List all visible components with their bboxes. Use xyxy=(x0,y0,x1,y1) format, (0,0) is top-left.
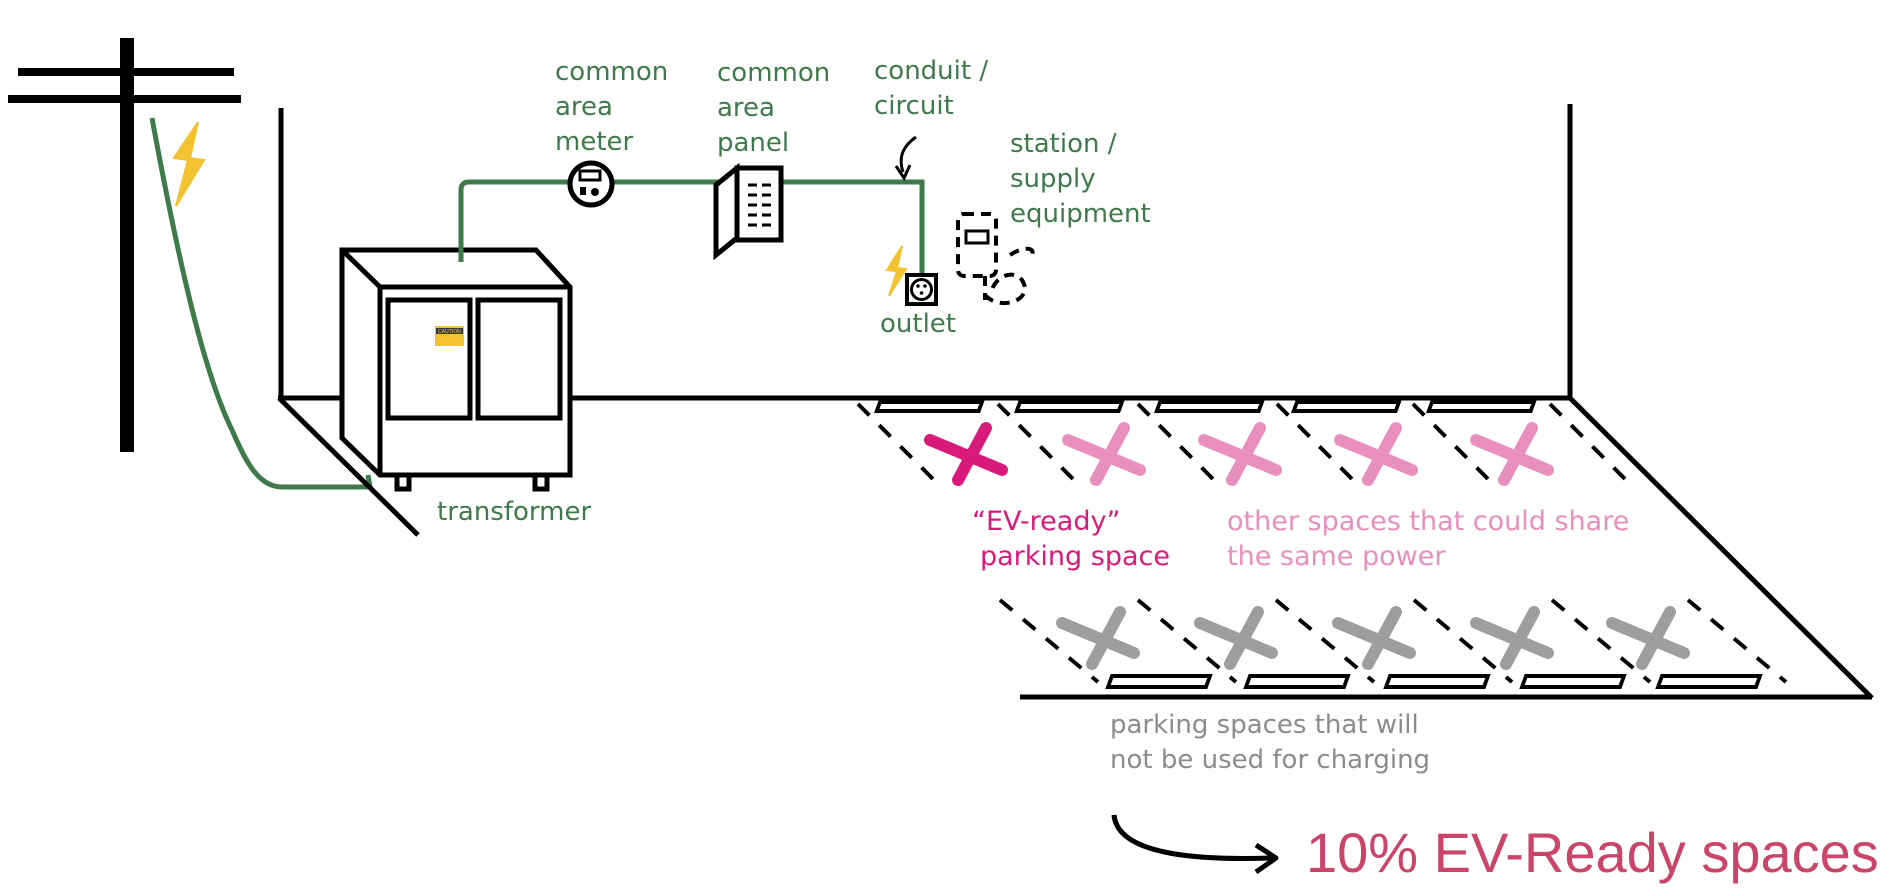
electric-meter-icon xyxy=(567,160,615,208)
curved-arrow-icon xyxy=(899,135,917,173)
shareable-spaces-label: other spaces that could share the same p… xyxy=(1227,506,1638,572)
conduit-label: conduit / circuit xyxy=(874,56,996,121)
power-outlet-icon xyxy=(905,273,938,306)
power-line-wire xyxy=(149,117,373,490)
caution-sign: CAUTION xyxy=(435,326,464,346)
circuit-wire xyxy=(458,179,925,275)
parking-bumpers-top xyxy=(873,400,1537,413)
transformer-icon xyxy=(339,247,573,492)
shareable-space-mark xyxy=(1334,422,1418,486)
ev-ready-space-mark xyxy=(924,422,1008,486)
lightning-bolt-icon xyxy=(885,245,908,297)
electrical-panel-icon xyxy=(713,162,784,261)
panel-label: common area panel xyxy=(717,58,839,158)
unused-space-mark xyxy=(1332,606,1416,670)
result-arrow-icon xyxy=(1111,814,1273,861)
lightning-bolt-icon xyxy=(172,121,206,207)
shareable-space-mark xyxy=(1198,422,1282,486)
unused-space-mark xyxy=(1606,606,1690,670)
parking-lines-bottom xyxy=(998,598,1788,684)
unused-space-mark xyxy=(1056,606,1140,670)
unused-space-mark xyxy=(1470,606,1554,670)
caution-label: CAUTION xyxy=(438,329,461,335)
shareable-space-mark xyxy=(1062,422,1146,486)
utility-pole xyxy=(8,38,241,452)
unused-spaces-label: parking spaces that will not be used for… xyxy=(1110,710,1430,775)
meter-label: common area meter xyxy=(555,57,677,157)
shareable-space-mark xyxy=(1470,422,1554,486)
parking-bumpers-bottom xyxy=(1105,674,1763,689)
station-label: station / supply equipment xyxy=(1010,129,1151,229)
parking-lines-top xyxy=(856,402,1632,486)
unused-space-mark xyxy=(1194,606,1278,670)
outlet-label: outlet xyxy=(880,309,956,339)
charging-station-icon xyxy=(956,212,1035,306)
ev-ready-label: “EV-ready” parking space xyxy=(972,506,1170,572)
headline: 10% EV-Ready spaces xyxy=(1306,821,1879,884)
transformer-label: transformer xyxy=(437,497,591,527)
